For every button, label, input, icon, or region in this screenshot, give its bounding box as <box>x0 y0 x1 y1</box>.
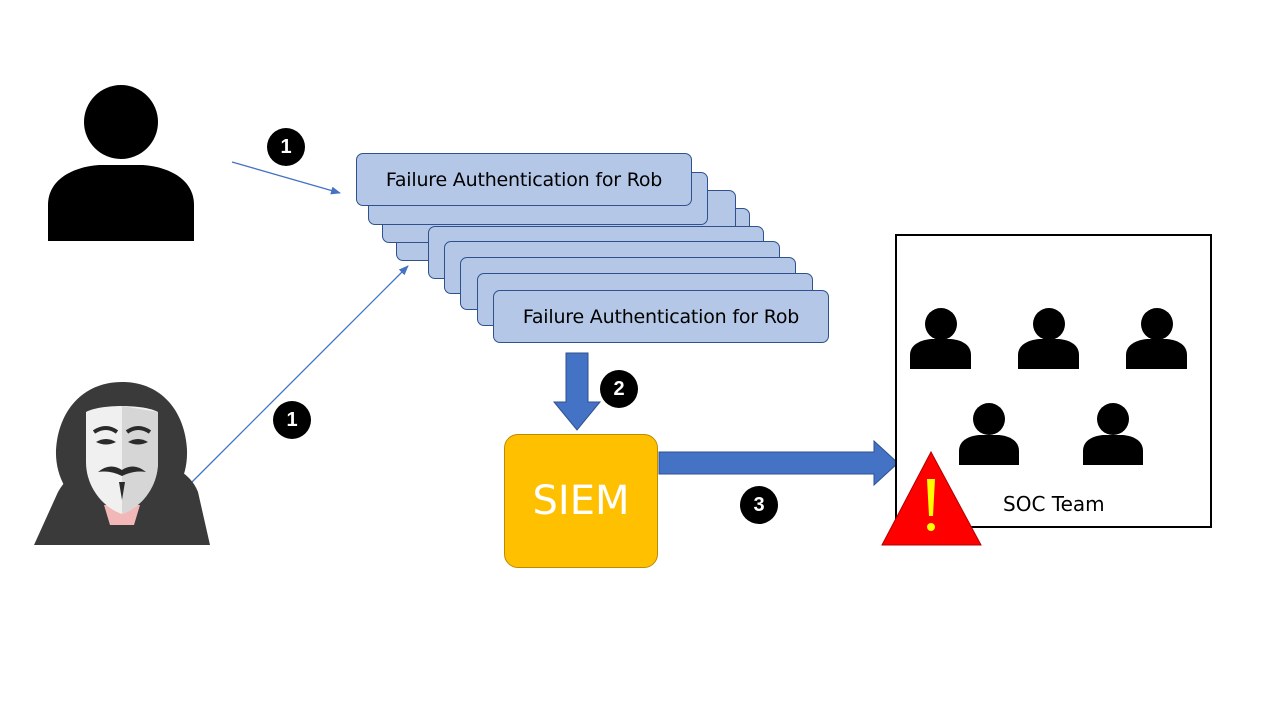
siem-label: SIEM <box>532 478 630 524</box>
soc-member-icon <box>910 308 971 369</box>
user-to-logs-arrow <box>231 161 341 195</box>
siem-to-soc-arrow <box>658 439 899 487</box>
step-badge-attacker: 1 <box>273 401 311 439</box>
soc-member-icon <box>1083 403 1143 465</box>
siem-box: SIEM <box>504 434 658 568</box>
step-badge-soc: 3 <box>740 486 778 524</box>
soc-team-box <box>895 234 1212 528</box>
log-card-top-label: Failure Authentication for Rob <box>385 168 663 191</box>
step-badge-user: 1 <box>267 128 305 166</box>
log-card-bottom: Failure Authentication for Rob <box>493 290 829 343</box>
logs-to-siem-arrow <box>552 352 602 431</box>
attacker-to-logs-arrow <box>189 265 409 485</box>
step-badge-siem: 2 <box>600 370 638 408</box>
soc-member-icon <box>959 403 1019 465</box>
soc-member-icon <box>1018 308 1079 369</box>
log-card-bottom-label: Failure Authentication for Rob <box>522 305 800 328</box>
soc-member-icon <box>1126 308 1187 369</box>
soc-team-label: SOC Team <box>1003 492 1105 516</box>
log-card-top: Failure Authentication for Rob <box>356 153 692 206</box>
